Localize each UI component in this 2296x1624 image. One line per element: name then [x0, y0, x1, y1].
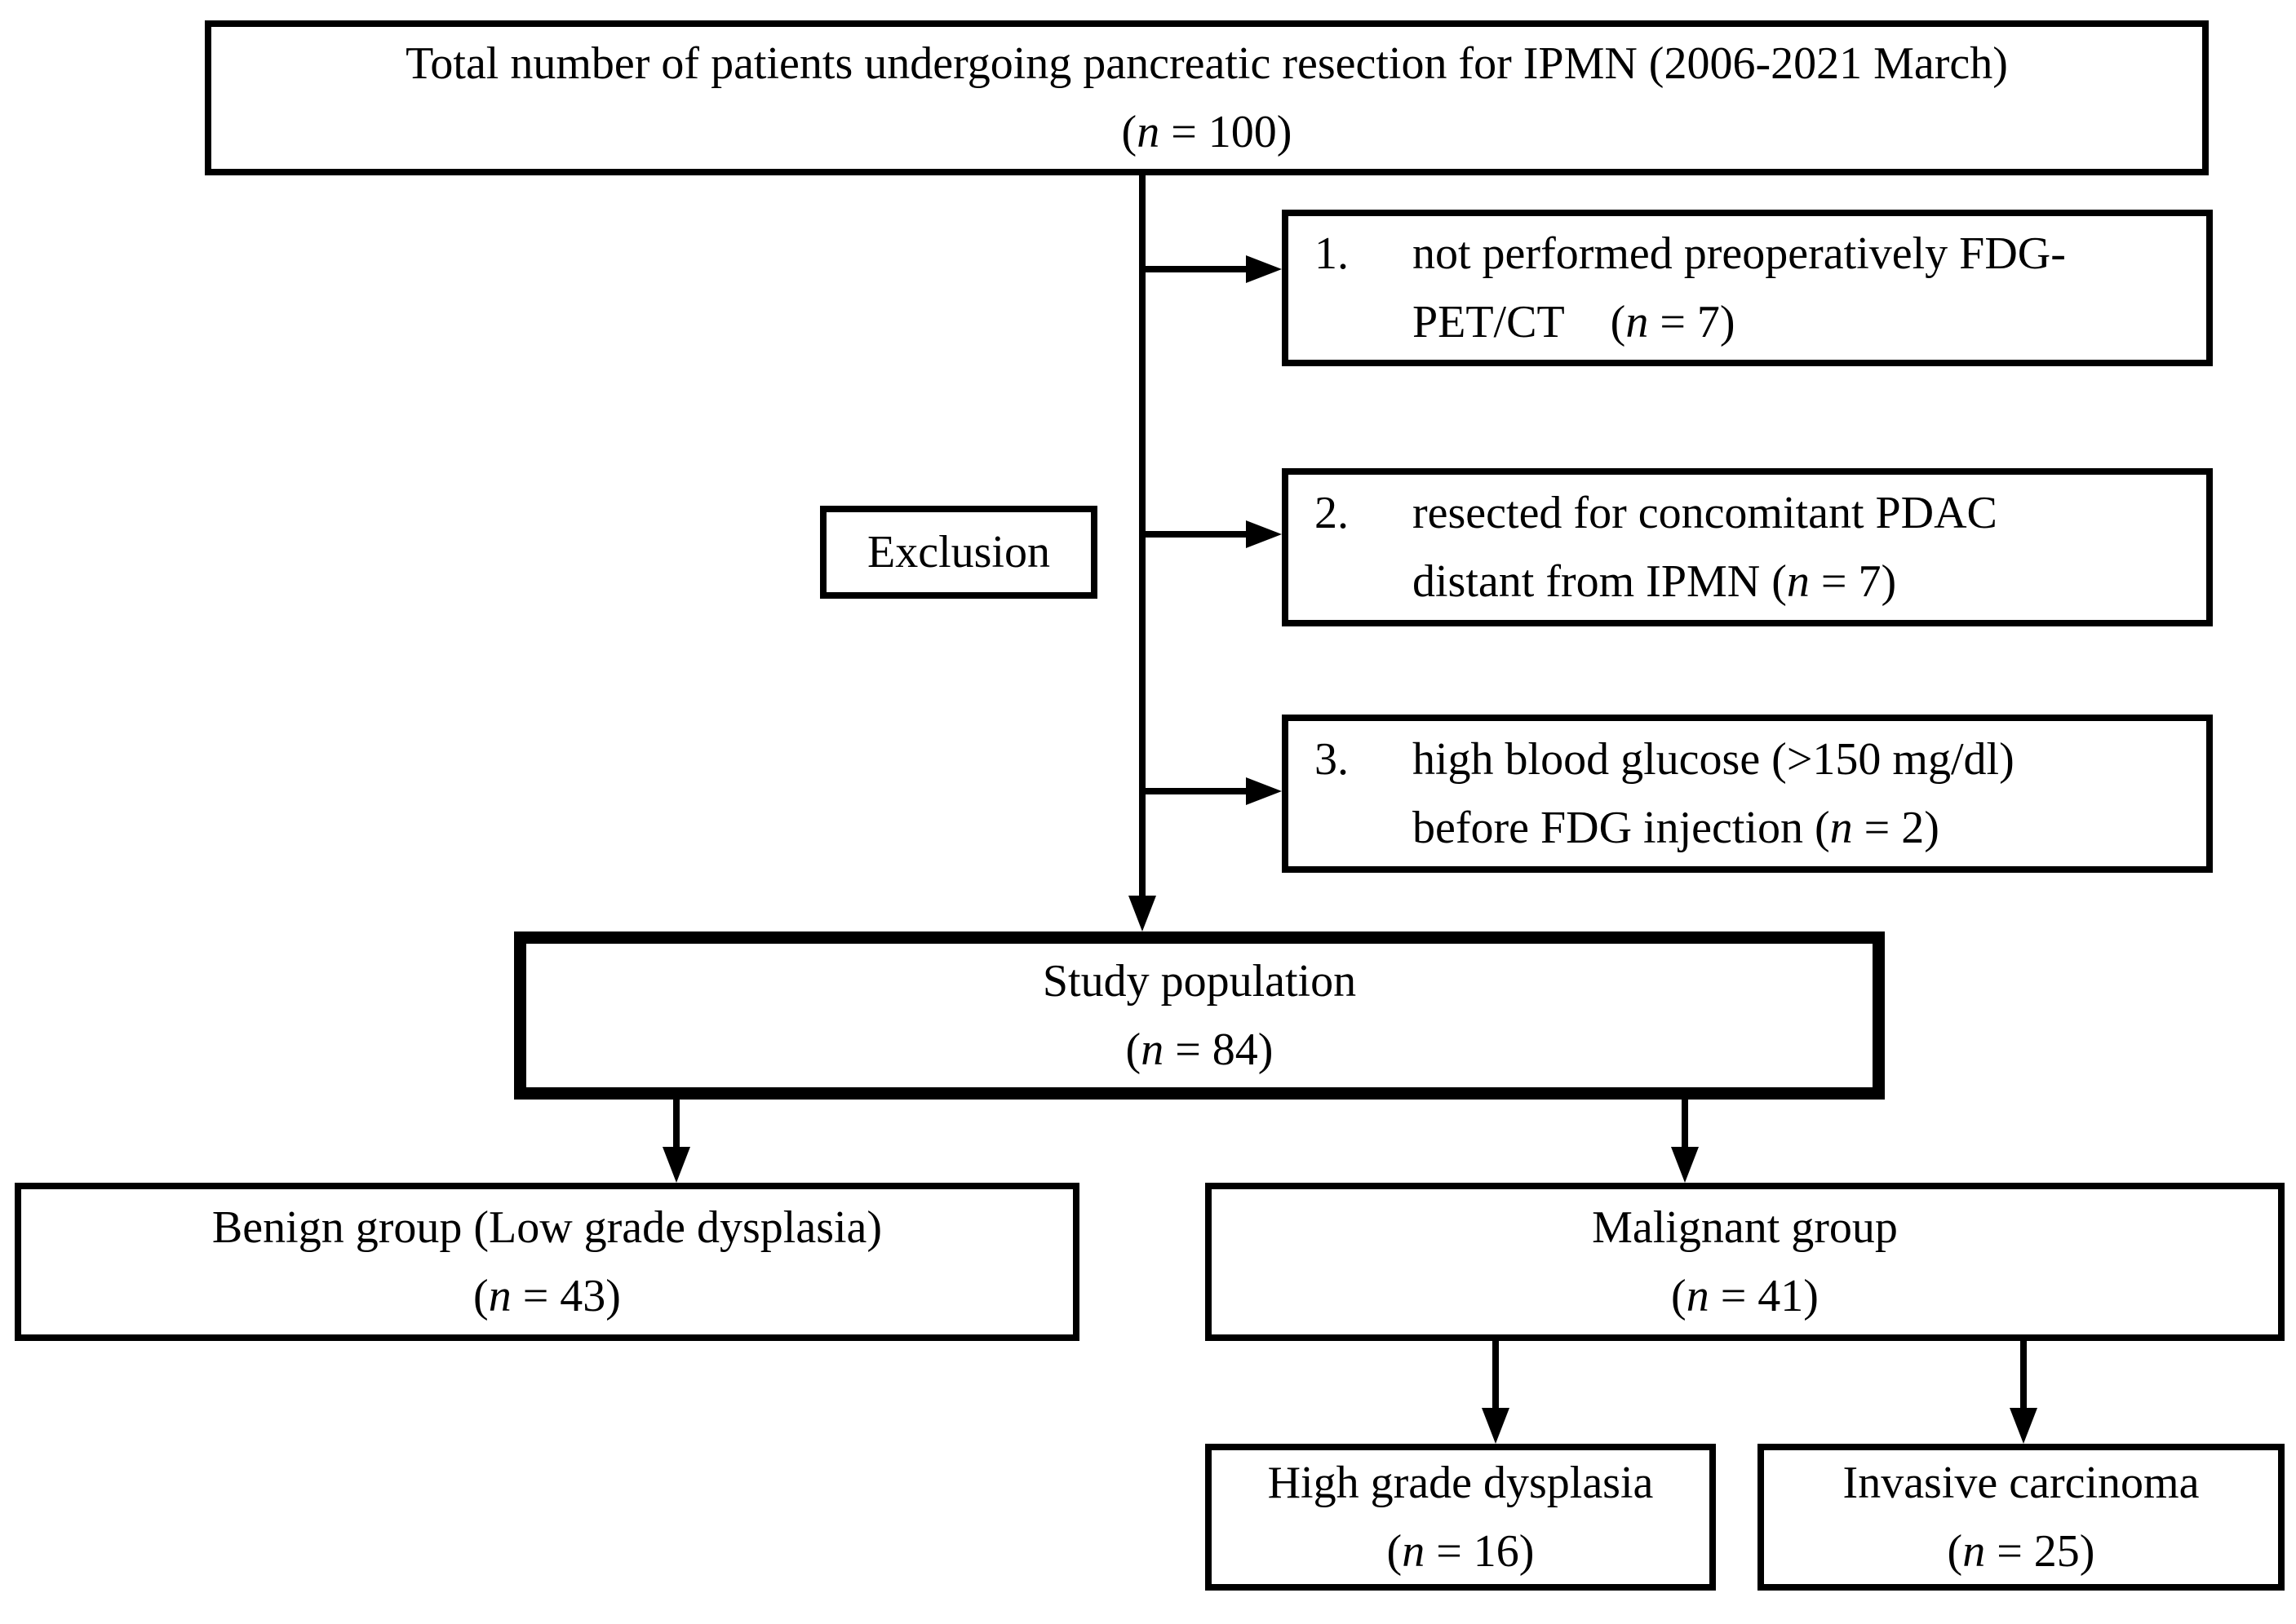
malignant-drop-line — [1682, 1096, 1688, 1148]
count-suffix: = 41) — [1709, 1271, 1819, 1321]
malignant-arrowhead-icon — [1671, 1147, 1699, 1183]
exclusion-item-1-number: 1. — [1314, 228, 1349, 279]
exclusion-item-2-number: 2. — [1314, 488, 1349, 538]
invasive-carcinoma-title: Invasive carcinoma — [1842, 1458, 2200, 1508]
count-prefix: ( — [1386, 1526, 1403, 1577]
hgd-drop-line — [1492, 1338, 1499, 1409]
line2-pre: distant from IPMN ( — [1412, 556, 1787, 607]
invasive-carcinoma-box: Invasive carcinoma (n = 25) — [1757, 1444, 2285, 1591]
invasive-drop-line — [2020, 1338, 2027, 1409]
invasive-arrowhead-icon — [2010, 1408, 2037, 1444]
exclusion-item-3-text: high blood glucose (>150 mg/dl) before F… — [1412, 725, 2190, 862]
exclusion-item-1-text: not performed preoperatively FDG- PET/CT… — [1412, 219, 2190, 356]
malignant-group-title: Malignant group — [1592, 1202, 1898, 1253]
count-suffix: = 43) — [511, 1271, 621, 1321]
malignant-group-box: Malignant group (n = 41) — [1205, 1183, 2285, 1341]
invasive-carcinoma-count: (n = 25) — [1948, 1517, 2095, 1586]
count-prefix: ( — [1671, 1271, 1687, 1321]
line2-pre: before FDG injection ( — [1412, 803, 1830, 853]
count-n: n — [1625, 297, 1649, 347]
benign-arrowhead-icon — [663, 1147, 690, 1183]
branch-arrowhead-1-icon — [1246, 255, 1282, 283]
count-suffix: = 25) — [1985, 1526, 2095, 1577]
hgd-arrowhead-icon — [1482, 1408, 1509, 1444]
count-suffix: = 100) — [1159, 107, 1292, 157]
exclusion-item-1-line1: not performed preoperatively FDG- — [1412, 228, 2066, 279]
exclusion-item-3-number: 3. — [1314, 734, 1349, 785]
high-grade-dysplasia-title: High grade dysplasia — [1267, 1458, 1654, 1508]
exclusion-item-3: 3. high blood glucose (>150 mg/dl) befor… — [1288, 725, 2206, 862]
high-grade-dysplasia-count: (n = 16) — [1387, 1517, 1535, 1586]
total-patients-count: (n = 100) — [1122, 98, 1292, 166]
study-population-title: Study population — [1042, 956, 1357, 1007]
exclusion-item-2-line1: resected for concomitant PDAC — [1412, 488, 1997, 538]
exclusion-item-1-box: 1. not performed preoperatively FDG- PET… — [1282, 210, 2213, 366]
count-prefix: ( — [1947, 1526, 1963, 1577]
count-prefix: ( — [473, 1271, 489, 1321]
exclusion-item-1-line2: PET/CT (n = 7) — [1412, 288, 2190, 356]
exclusion-label: Exclusion — [867, 527, 1050, 577]
exclusion-item-2-text: resected for concomitant PDAC distant fr… — [1412, 479, 2190, 616]
branch-line-3 — [1142, 788, 1248, 794]
branch-arrowhead-2-icon — [1246, 520, 1282, 548]
exclusion-item-3-line2: before FDG injection (n = 2) — [1412, 794, 2190, 862]
count-suffix: = 84) — [1164, 1024, 1274, 1075]
count-n: n — [1402, 1526, 1425, 1577]
count-n: n — [1686, 1271, 1709, 1321]
branch-arrowhead-3-icon — [1246, 777, 1282, 805]
benign-group-box: Benign group (Low grade dysplasia) (n = … — [15, 1183, 1079, 1341]
total-patients-box: Total number of patients undergoing panc… — [205, 20, 2209, 175]
count-n: n — [1786, 556, 1810, 607]
total-patients-title: Total number of patients undergoing panc… — [406, 38, 2008, 89]
high-grade-dysplasia-box: High grade dysplasia (n = 16) — [1205, 1444, 1716, 1591]
branch-line-1 — [1142, 266, 1248, 272]
benign-drop-line — [673, 1096, 680, 1148]
count-n: n — [1829, 803, 1853, 853]
exclusion-item-1: 1. not performed preoperatively FDG- PET… — [1288, 219, 2206, 356]
benign-group-count: (n = 43) — [473, 1262, 621, 1330]
count-n: n — [488, 1271, 512, 1321]
study-population-box: Study population (n = 84) — [514, 931, 1885, 1100]
line2-post: = 2) — [1852, 803, 1939, 853]
exclusion-item-3-box: 3. high blood glucose (>150 mg/dl) befor… — [1282, 715, 2213, 873]
exclusion-label-box: Exclusion — [820, 506, 1097, 599]
count-n: n — [1962, 1526, 1986, 1577]
benign-group-title: Benign group (Low grade dysplasia) — [211, 1202, 883, 1253]
malignant-group-count: (n = 41) — [1671, 1262, 1819, 1330]
count-prefix: ( — [1125, 1024, 1141, 1075]
count-prefix: ( — [1121, 107, 1137, 157]
line2-pre: PET/CT ( — [1412, 297, 1626, 347]
trunk-arrowhead-icon — [1128, 896, 1156, 931]
exclusion-item-3-line1: high blood glucose (>150 mg/dl) — [1412, 734, 2015, 785]
count-n: n — [1137, 107, 1160, 157]
line2-post: = 7) — [1809, 556, 1897, 607]
study-population-count: (n = 84) — [1126, 1016, 1274, 1084]
exclusion-item-2-line2: distant from IPMN (n = 7) — [1412, 547, 2190, 616]
exclusion-item-2-box: 2. resected for concomitant PDAC distant… — [1282, 468, 2213, 626]
line2-post: = 7) — [1648, 297, 1735, 347]
branch-line-2 — [1142, 531, 1248, 538]
count-suffix: = 16) — [1425, 1526, 1535, 1577]
count-n: n — [1141, 1024, 1164, 1075]
exclusion-item-2: 2. resected for concomitant PDAC distant… — [1288, 479, 2206, 616]
